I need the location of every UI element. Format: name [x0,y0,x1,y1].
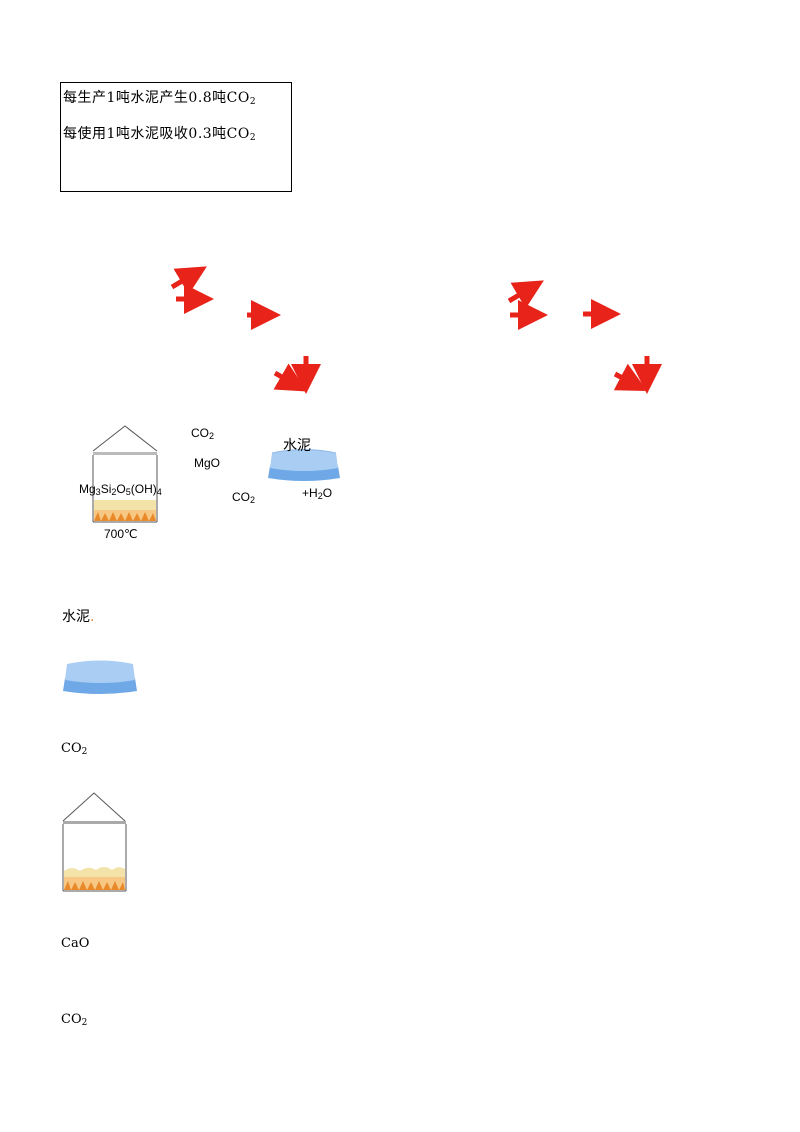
diagram-co2-bottom: CO2 [232,490,256,505]
arrow-down-right-2 [613,363,648,391]
diagram-mgo: MgO [194,456,221,470]
arrow-up-right-2 [507,280,544,309]
legend-cement-bag-icon [63,660,137,694]
note-line-usage: 每使用1吨水泥吸收0.3吨CO2 [63,126,257,143]
arrow-up-right-1 [170,266,207,295]
diagram-mineral-formula: Mg3Si2O5(OH)4 [79,482,162,497]
diagram-co2-top: CO2 [191,426,215,441]
arrow-layer [170,266,662,394]
diagram-temperature: 700℃ [104,527,138,541]
diagram-water: +H2O [302,486,333,501]
legend-cement-text: 水泥. [62,609,95,625]
arrow-down-right-1 [273,363,307,392]
note-line-production: 每生产1吨水泥产生0.8吨CO2 [63,90,257,107]
legend-furnace-icon [62,792,127,892]
cement-bag-icon [268,449,340,481]
furnace-icon [92,425,158,523]
note-box: 每生产1吨水泥产生0.8吨CO2 每使用1吨水泥吸收0.3吨CO2 [60,82,292,192]
legend-cao: CaO [61,936,90,951]
diagram-cement-label: 水泥 [283,437,311,453]
legend-co2-1: CO2 [61,741,88,757]
legend-co2-2: CO2 [61,1012,88,1028]
